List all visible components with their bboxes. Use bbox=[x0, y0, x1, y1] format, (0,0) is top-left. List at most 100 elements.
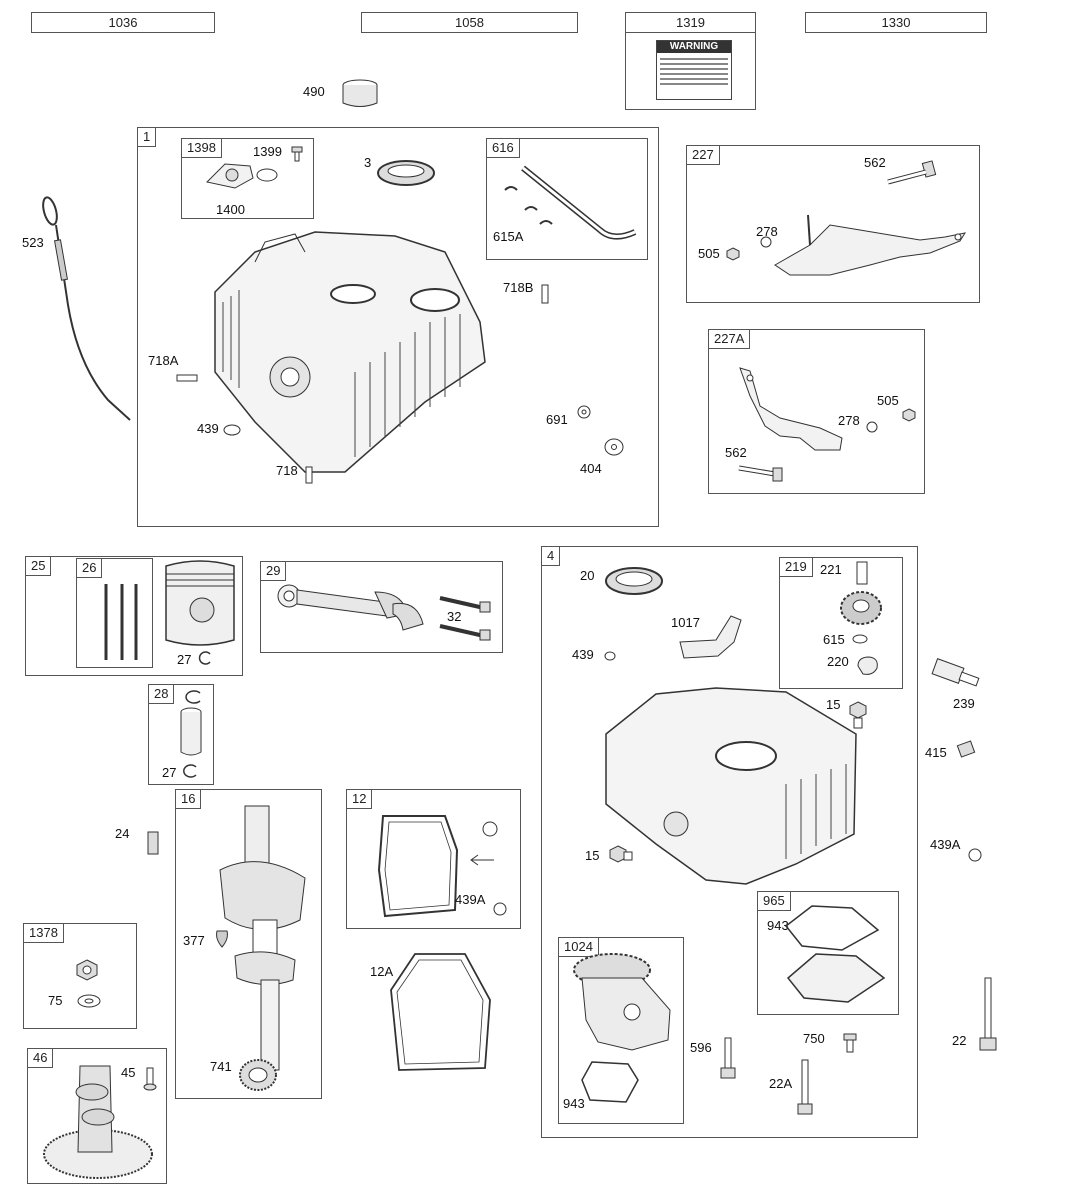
group-tag-965: 965 bbox=[757, 891, 791, 911]
group-tag-1024: 1024 bbox=[558, 937, 599, 957]
group-box-29: 29 bbox=[260, 561, 503, 653]
screw-part-1399 bbox=[291, 146, 303, 162]
group-tag-4: 4 bbox=[541, 546, 561, 566]
callout-741: 741 bbox=[210, 1059, 232, 1074]
nut-part-1378 bbox=[76, 959, 98, 981]
group-tag-28: 28 bbox=[148, 684, 175, 704]
dowel-pin-part-718 bbox=[305, 466, 313, 484]
callout-3: 3 bbox=[364, 155, 372, 170]
callout-562-bracket: 562 bbox=[864, 155, 886, 170]
callout-75: 75 bbox=[48, 993, 63, 1008]
callout-562-bracket-a: 562 bbox=[725, 445, 747, 460]
callout-278-bracket-a: 278 bbox=[838, 413, 860, 428]
group-tag-26: 26 bbox=[76, 558, 103, 578]
part-number-box-1058: 1058 bbox=[361, 12, 578, 33]
gasket-part-12A bbox=[390, 953, 491, 1071]
group-box-227A: 227A bbox=[708, 329, 925, 494]
timing-gear-part-741 bbox=[239, 1059, 277, 1091]
governor-gear-part-219 bbox=[840, 591, 882, 625]
o-ring-part-439A-gasket bbox=[493, 902, 507, 916]
callout-220: 220 bbox=[827, 654, 849, 669]
washer-part-278-bracket-a bbox=[866, 421, 878, 433]
bolt-part-22A bbox=[797, 1059, 813, 1115]
piston-rings-part-26 bbox=[104, 584, 138, 660]
callout-32: 32 bbox=[447, 609, 462, 624]
dipstick-part-523 bbox=[42, 196, 131, 421]
part-number-box-1330: 1330 bbox=[805, 12, 987, 33]
group-tag-46: 46 bbox=[27, 1048, 54, 1068]
group-tag-16: 16 bbox=[175, 789, 202, 809]
washer-part-278-bracket bbox=[760, 236, 772, 248]
group-box-219: 219 bbox=[779, 557, 903, 689]
callout-22A: 22A bbox=[769, 1076, 793, 1091]
bolt-part-22 bbox=[979, 977, 997, 1051]
group-tag-12: 12 bbox=[346, 789, 373, 809]
sensor-part-239 bbox=[931, 658, 980, 687]
group-tag-1398: 1398 bbox=[181, 138, 222, 158]
group-box-1: 1 bbox=[137, 127, 659, 527]
washer-part-439-cover bbox=[604, 651, 616, 661]
group-box-1378: 1378 bbox=[23, 923, 137, 1029]
key-part-24 bbox=[147, 831, 159, 855]
bracket-part-1017 bbox=[679, 615, 742, 659]
gasket-part-12 bbox=[377, 815, 459, 918]
callout-750: 750 bbox=[803, 1031, 825, 1046]
group-box-4: 4 bbox=[541, 546, 918, 1138]
oil-seal-part-20 bbox=[605, 567, 663, 595]
group-tag-616: 616 bbox=[486, 138, 520, 158]
part-number-box-1319: 1319 bbox=[625, 12, 756, 33]
washer-part-439-block bbox=[223, 424, 241, 436]
direction-arrow-icon bbox=[470, 854, 494, 866]
governor-shaft-part-616 bbox=[504, 165, 637, 240]
seal-ring-part-12 bbox=[482, 821, 498, 837]
bolts-part-29 bbox=[439, 596, 491, 641]
nut-part-505-bracket-a bbox=[902, 408, 916, 422]
control-bracket-part-227 bbox=[774, 214, 967, 276]
engine-block-part-1 bbox=[214, 231, 486, 473]
washer-part-75 bbox=[77, 994, 101, 1008]
callout-12A: 12A bbox=[370, 964, 394, 979]
screw-part-750 bbox=[843, 1033, 857, 1053]
part-number-box-1036: 1036 bbox=[31, 12, 215, 33]
group-tag-227A: 227A bbox=[708, 329, 751, 349]
callout-27-pin: 27 bbox=[162, 765, 177, 780]
crankcase-cover-part-4 bbox=[605, 687, 857, 885]
group-tag-25: 25 bbox=[25, 556, 52, 576]
callout-490: 490 bbox=[303, 84, 325, 99]
gasket-and-plate-part-965 bbox=[784, 905, 886, 1003]
pin-part-45 bbox=[143, 1067, 157, 1091]
callout-45: 45 bbox=[121, 1065, 136, 1080]
piston-part-25 bbox=[165, 560, 235, 646]
plug-part-415 bbox=[956, 740, 976, 758]
group-box-28: 28 bbox=[148, 684, 214, 785]
group-box-46: 46 bbox=[27, 1048, 167, 1184]
group-box-26: 26 bbox=[76, 558, 153, 668]
group-tag-1: 1 bbox=[137, 127, 157, 147]
o-ring-part-439A-right bbox=[968, 848, 982, 862]
plug-part-15-top bbox=[849, 701, 867, 729]
callout-615A: 615A bbox=[493, 229, 524, 244]
callout-691: 691 bbox=[546, 412, 568, 427]
bolt-part-562-bracket bbox=[887, 160, 937, 185]
callout-439A-gasket: 439A bbox=[455, 892, 486, 907]
breather-plate-part bbox=[205, 163, 254, 189]
retainer-part-27-piston bbox=[198, 651, 211, 665]
callout-221: 221 bbox=[820, 562, 842, 577]
warning-decal-text-lines bbox=[657, 53, 731, 90]
connecting-rod-part-29 bbox=[277, 584, 424, 631]
callout-239: 239 bbox=[953, 696, 975, 711]
group-box-616: 616 bbox=[486, 138, 648, 260]
oil-pump-part-1024 bbox=[573, 953, 671, 1051]
callout-278-bracket: 278 bbox=[756, 224, 778, 239]
group-box-16: 16 bbox=[175, 789, 322, 1099]
group-box-25: 25 bbox=[25, 556, 243, 676]
washer-part-691 bbox=[577, 405, 591, 419]
callout-439A-right: 439A bbox=[930, 837, 961, 852]
callout-377: 377 bbox=[183, 933, 205, 948]
gasket-part-1400 bbox=[256, 168, 278, 182]
dowel-pin-part-718B bbox=[541, 284, 549, 304]
callout-22: 22 bbox=[952, 1033, 967, 1048]
bolt-part-596 bbox=[720, 1037, 736, 1079]
callout-505-bracket-a: 505 bbox=[877, 393, 899, 408]
shaft-part-221 bbox=[856, 561, 868, 585]
